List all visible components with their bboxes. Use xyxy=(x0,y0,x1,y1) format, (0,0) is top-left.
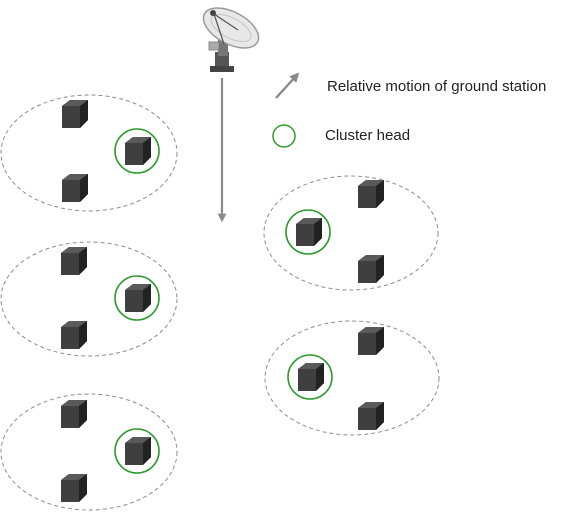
legend-cluster-head-label: Cluster head xyxy=(325,127,411,144)
cluster-boundary xyxy=(0,241,178,357)
ground-station xyxy=(202,7,260,223)
sensor-node-icon xyxy=(125,137,151,165)
sensor-node-icon xyxy=(62,100,88,128)
cluster-left-top xyxy=(0,94,178,212)
legend-motion-label: Relative motion of ground station xyxy=(327,78,547,95)
cluster-boundary xyxy=(264,320,440,436)
cluster-boundary xyxy=(0,94,178,212)
sensor-node-icon xyxy=(61,247,87,275)
legend-motion-arrow xyxy=(275,72,300,99)
sensor-node-icon xyxy=(358,255,384,283)
sensor-node-icon xyxy=(61,400,87,428)
sensor-node-icon xyxy=(358,402,384,430)
cluster-head-ring xyxy=(114,428,160,474)
sensor-node-icon xyxy=(125,437,151,465)
cluster-head-ring xyxy=(287,354,333,400)
satellite-dish-icon xyxy=(202,7,260,72)
cluster-head-ring xyxy=(285,209,331,255)
sensor-node-icon xyxy=(296,218,322,246)
cluster-head-ring xyxy=(114,128,160,174)
cluster-left-bottom xyxy=(0,393,178,511)
legend-cluster-head-ring xyxy=(272,124,296,148)
sensor-node-icon xyxy=(61,474,87,502)
cluster-left-middle xyxy=(0,241,178,357)
legend xyxy=(272,72,300,148)
sensor-node-icon xyxy=(358,327,384,355)
sensor-node-icon xyxy=(62,174,88,202)
sensor-node-icon xyxy=(358,180,384,208)
cluster-boundary xyxy=(263,175,439,291)
cluster-boundary xyxy=(0,393,178,511)
sensor-node-icon xyxy=(125,284,151,312)
sensor-node-icon xyxy=(298,363,324,391)
cluster-right-top xyxy=(263,175,439,291)
sensor-node-icon xyxy=(61,321,87,349)
cluster-head-ring xyxy=(114,275,160,321)
cluster-right-bottom xyxy=(264,320,440,436)
